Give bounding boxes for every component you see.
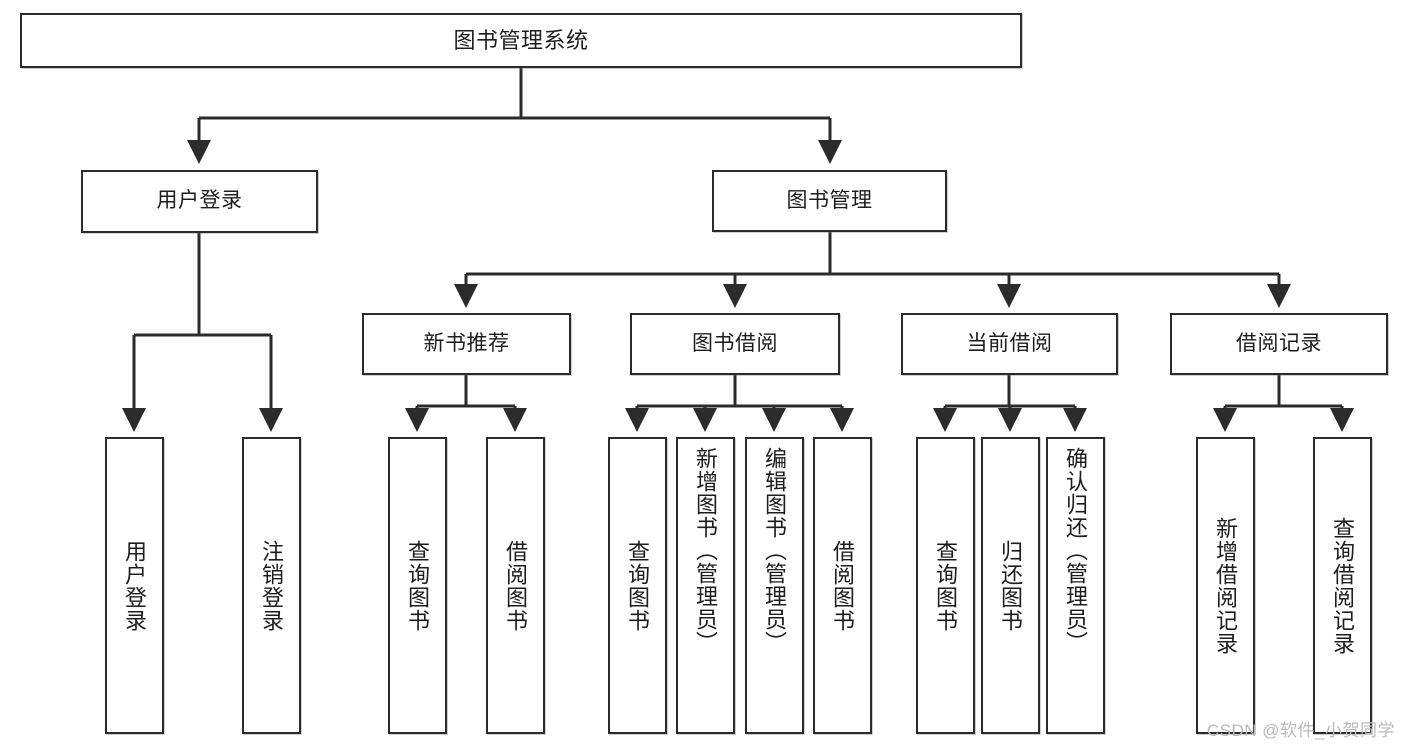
leaf-add-borrow-record[interactable]: 新增借阅记录	[1196, 437, 1255, 734]
node-label: 确认归还（管理员）	[1063, 447, 1089, 654]
node-label: 图书管理系统	[453, 27, 589, 53]
csdn-watermark: CSDN @软件_小贺同学	[1206, 721, 1395, 740]
node-current-borrow[interactable]: 当前借阅	[901, 313, 1118, 375]
leaf-edit-book-admin[interactable]: 编辑图书（管理员）	[745, 437, 804, 734]
node-book-borrow[interactable]: 图书借阅	[630, 313, 840, 375]
node-label: 查询图书	[625, 539, 651, 632]
leaf-confirm-return-admin[interactable]: 确认归还（管理员）	[1046, 437, 1105, 734]
node-user-login[interactable]: 用户登录	[81, 170, 318, 233]
node-label: 注销登录	[259, 539, 285, 632]
node-label: 查询图书	[405, 539, 431, 632]
node-label: 新书推荐	[423, 331, 510, 355]
node-label: 当前借阅	[966, 331, 1053, 355]
leaf-recommend-query-book[interactable]: 查询图书	[388, 437, 447, 734]
node-label: 查询图书	[933, 539, 959, 632]
node-label: 用户登录	[122, 539, 148, 632]
leaf-borrow-query-book[interactable]: 查询图书	[608, 437, 667, 734]
leaf-recommend-borrow-book[interactable]: 借阅图书	[486, 437, 545, 734]
node-label: 归还图书	[998, 539, 1024, 632]
leaf-borrow-book[interactable]: 借阅图书	[813, 437, 872, 734]
node-borrow-record[interactable]: 借阅记录	[1170, 313, 1388, 375]
node-label: 借阅图书	[830, 539, 856, 632]
node-label: 用户登录	[156, 189, 243, 213]
node-new-book-recommend[interactable]: 新书推荐	[362, 313, 571, 375]
leaf-logout[interactable]: 注销登录	[242, 437, 301, 734]
node-root-book-management-system[interactable]: 图书管理系统	[20, 13, 1022, 68]
leaf-query-borrow-record[interactable]: 查询借阅记录	[1313, 437, 1372, 734]
leaf-user-login[interactable]: 用户登录	[105, 437, 164, 734]
leaf-current-query-book[interactable]: 查询图书	[916, 437, 975, 734]
node-label: 图书借阅	[692, 331, 778, 355]
node-book-management[interactable]: 图书管理	[712, 170, 947, 232]
node-label: 图书管理	[786, 188, 873, 212]
node-label: 借阅图书	[503, 539, 529, 632]
node-label: 新增借阅记录	[1213, 516, 1239, 655]
node-label: 编辑图书（管理员）	[762, 447, 788, 654]
leaf-return-book[interactable]: 归还图书	[981, 437, 1040, 734]
leaf-add-book-admin[interactable]: 新增图书（管理员）	[676, 437, 735, 734]
node-label: 借阅记录	[1236, 331, 1322, 355]
node-label: 查询借阅记录	[1330, 516, 1356, 655]
node-label: 新增图书（管理员）	[693, 447, 719, 654]
